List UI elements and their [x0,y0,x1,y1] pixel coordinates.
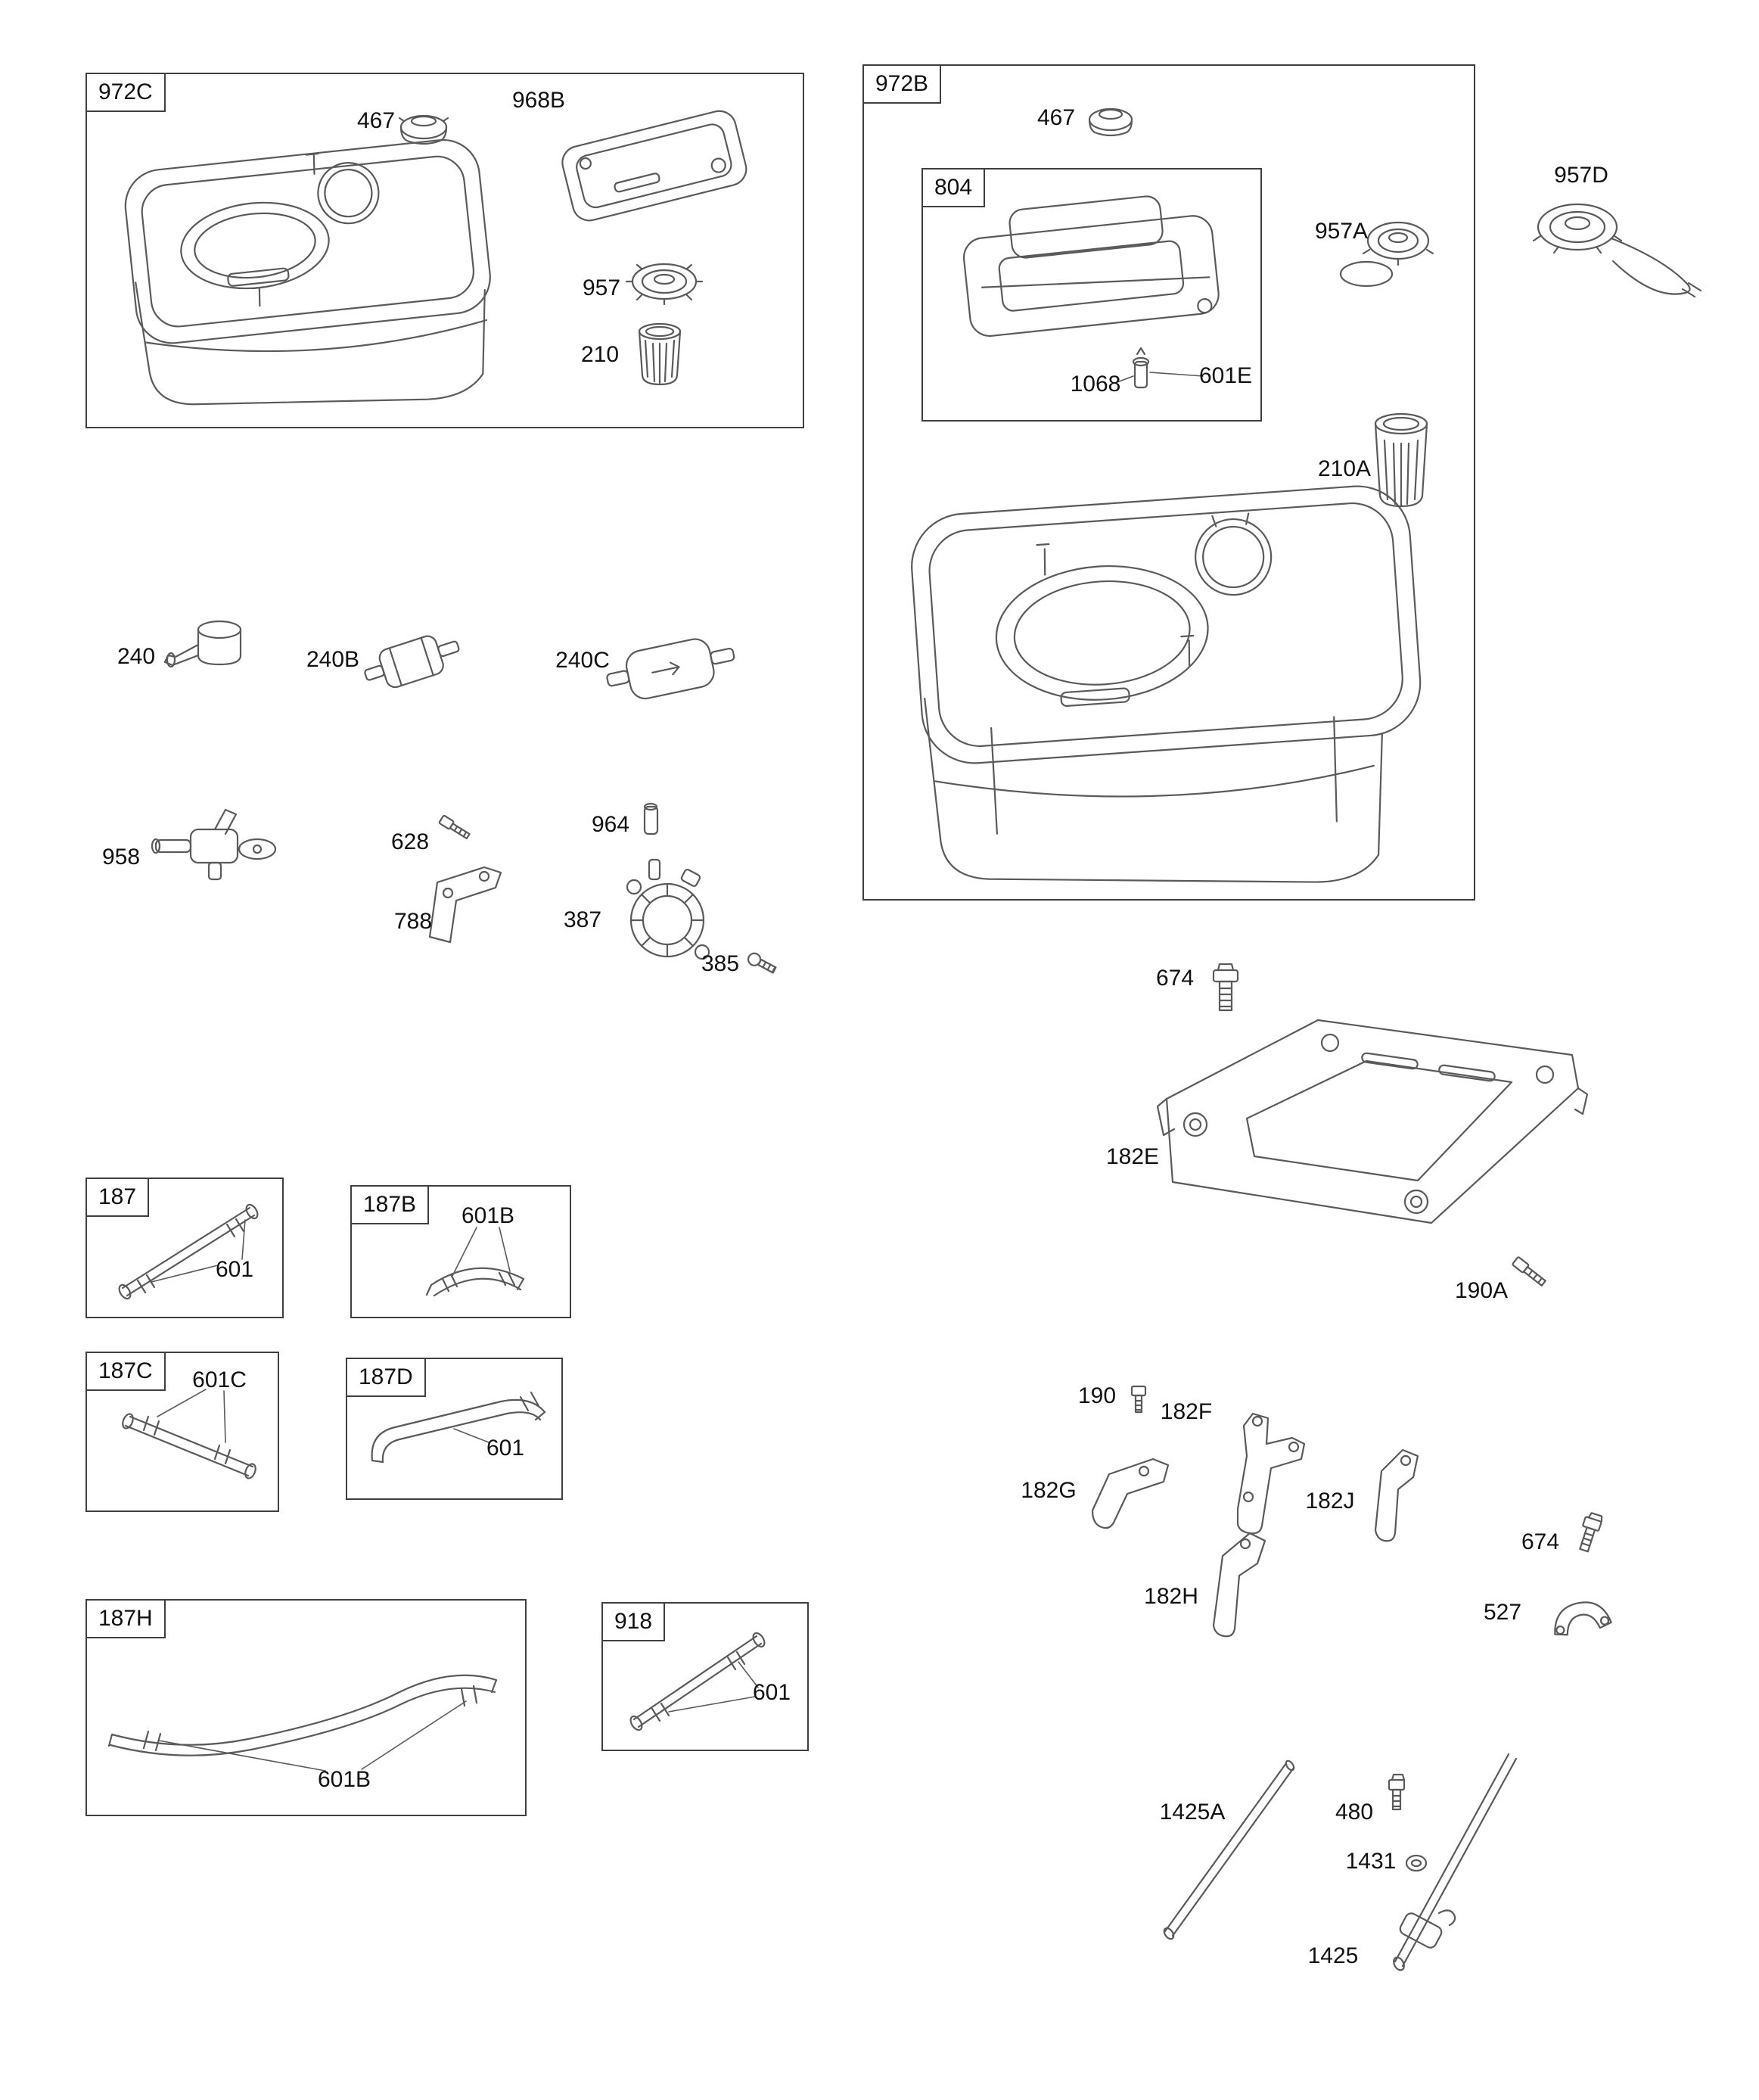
bolt-674-top-drawing [1212,963,1239,1012]
hose-187-drawing [118,1203,259,1300]
hose-918-drawing [629,1632,766,1731]
hose-187d-drawing [371,1391,546,1464]
leader-lines [151,372,1204,1772]
bolt-190-drawing [1130,1385,1147,1414]
bolt-190a-drawing [1512,1256,1546,1286]
tube-1425-drawing [1393,1753,1518,1971]
bracket-182g-drawing [1091,1458,1170,1529]
pin-964-drawing [643,802,659,835]
fuel-tank-972c-drawing [124,138,491,406]
bolt-674-lower-drawing [1579,1512,1603,1553]
bolt-628-drawing [438,814,471,840]
bracket-788-drawing [428,866,502,944]
bracket-182f-drawing [1236,1412,1306,1535]
fuel-pump-387-drawing [626,858,710,960]
tank-cover-968b-drawing [561,110,747,222]
screw-385-drawing [747,952,777,974]
fuel-elbow-240-drawing [163,620,242,668]
fuel-filter-210a-drawing [1374,412,1428,508]
tank-top-804-drawing [962,195,1220,338]
fuel-cap-957a-drawing [1339,221,1434,288]
bolt-480-drawing [1388,1773,1406,1811]
bracket-182h-drawing [1212,1532,1266,1638]
fuel-tank-972b-drawing [911,485,1422,883]
fuel-cap-467-right-drawing [1088,107,1133,137]
fuel-filter-240b-drawing [364,635,460,689]
engine-base-182e-drawing [1156,1019,1589,1224]
washer-1431-drawing [1405,1854,1428,1872]
clamp-527-drawing [1554,1601,1612,1636]
tube-1425a-drawing [1163,1759,1295,1940]
grommet-1068-601e-drawing [1132,347,1150,389]
hose-187h-drawing [107,1674,498,1756]
fuel-cap-467-left-drawing [398,114,449,145]
fuel-valve-958-drawing [151,808,277,881]
fuel-filter-240c-drawing [606,638,735,700]
bracket-182j-drawing [1374,1448,1419,1542]
hose-187b-drawing [425,1267,525,1297]
fuel-filter-210-drawing [638,322,682,386]
hose-187c-drawing [122,1413,256,1479]
fuel-cap-957d-drawing [1532,203,1702,298]
fuel-cap-957-drawing [625,263,704,306]
